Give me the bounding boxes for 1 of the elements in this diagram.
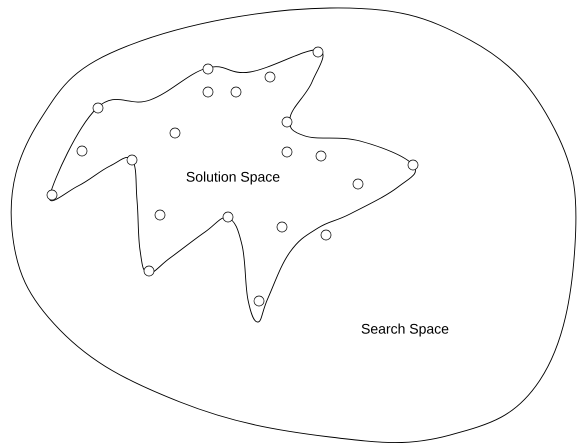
solution-space-region: Solution Space	[49, 50, 416, 322]
